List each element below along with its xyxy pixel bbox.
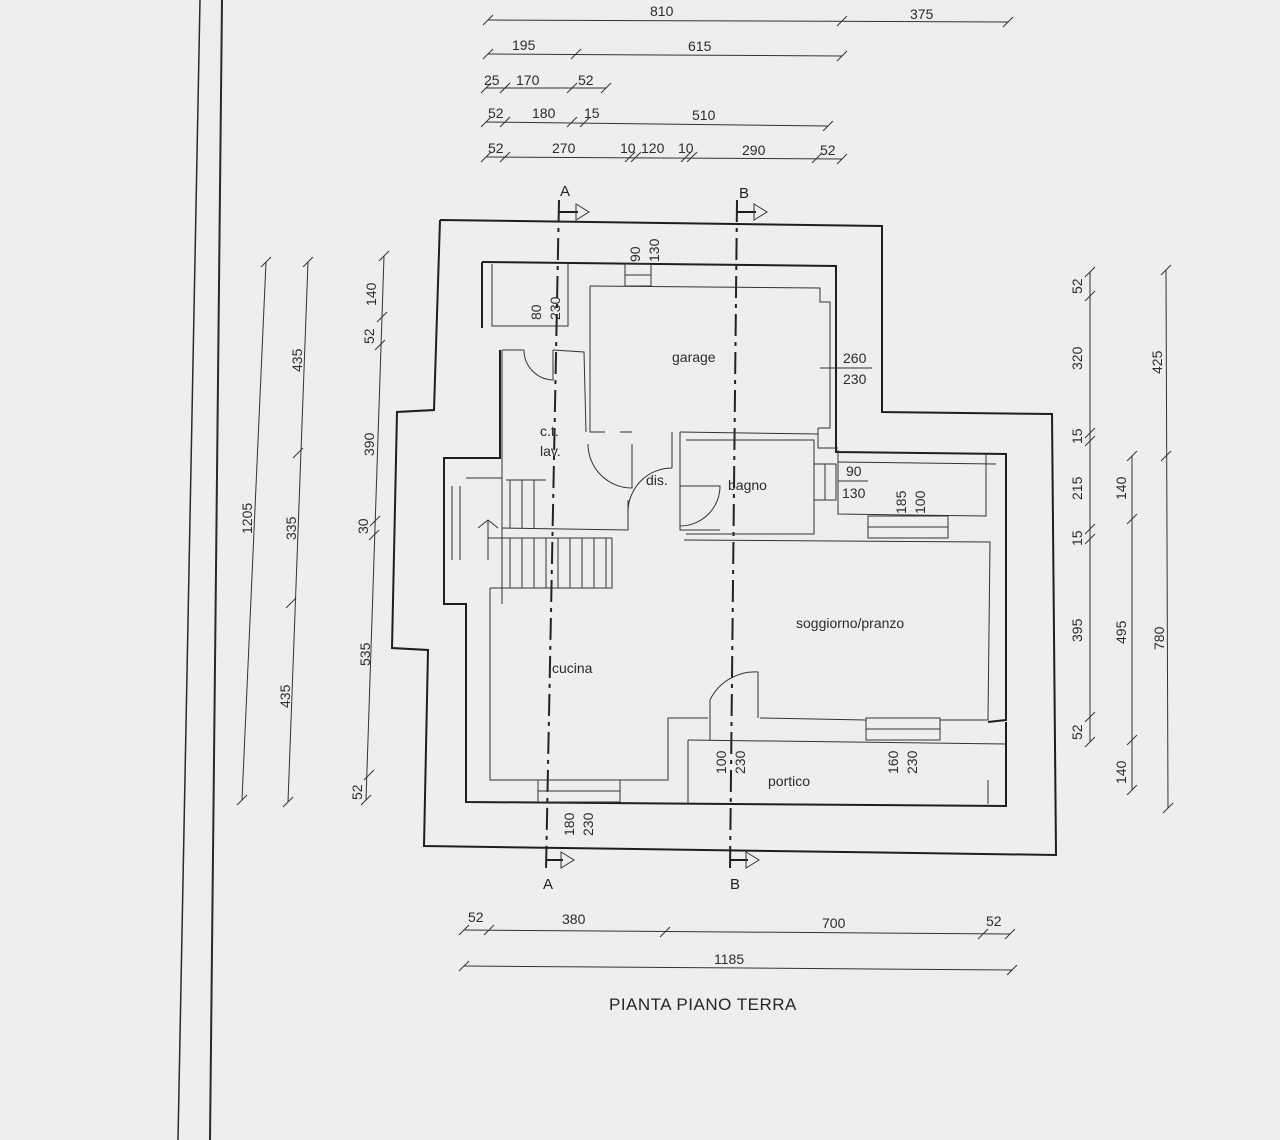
dim-left-1205: 1205 [239, 503, 255, 534]
room-label-ct: c.t. [540, 423, 559, 439]
dim-right-140-bottom: 140 [1113, 760, 1129, 784]
dim-375: 375 [910, 6, 934, 22]
room-label-cucina: cucina [552, 660, 593, 676]
opening-ct-h: 230 [547, 296, 563, 320]
dim-left-52-top: 52 [361, 328, 377, 344]
opening-labels: 90 130 80 230 260 230 90 130 185 100 100… [528, 238, 928, 836]
opening-bagno-h: 130 [842, 485, 866, 501]
opening-top-h: 130 [646, 238, 662, 262]
plan-title: PIANTA PIANO TERRA [609, 995, 797, 1014]
dim-right-425: 425 [1149, 350, 1165, 374]
room-label-soggiorno: soggiorno/pranzo [796, 615, 904, 631]
opening-cucina-w: 180 [561, 812, 577, 836]
dim-195: 195 [512, 37, 536, 53]
section-arrow-a-bottom [560, 851, 575, 869]
section-label-b-top: B [739, 185, 749, 202]
opening-portico-w: 100 [713, 750, 729, 774]
dim-bottom-380: 380 [562, 911, 586, 927]
dim-bottom-52-right: 52 [986, 913, 1002, 929]
dim-10: 10 [620, 140, 636, 156]
section-arrow-a-top [575, 203, 590, 221]
dim-52: 52 [578, 72, 594, 88]
dim-25: 25 [484, 72, 500, 88]
dim-right-52-bottom: 52 [1069, 724, 1085, 740]
opening-cucina-h: 230 [580, 812, 596, 836]
dim-right-15-a: 15 [1069, 428, 1085, 444]
dim-270: 270 [552, 140, 576, 156]
openings [523, 263, 949, 803]
section-line-a [545, 199, 560, 871]
dim-52: 52 [488, 105, 504, 121]
dim-left-435-top: 435 [289, 348, 305, 372]
dim-180: 180 [532, 105, 556, 121]
dim-left-435-bottom: 435 [277, 684, 293, 708]
dim-right-495: 495 [1113, 620, 1129, 644]
door-portico [709, 671, 759, 718]
opening-bagno-w: 90 [846, 463, 862, 479]
dim-left-335: 335 [283, 516, 299, 540]
dim-left-52-bottom: 52 [349, 784, 365, 800]
section-arrow-b-bottom [745, 851, 760, 869]
top-dimensions: 810 375 195 615 25 170 52 52 180 15 510 … [480, 3, 1014, 165]
dim-right-15-b: 15 [1069, 530, 1085, 546]
binder-margin [177, 0, 223, 1140]
bottom-dimensions: 52 380 700 52 1185 [458, 909, 1018, 976]
opening-sogg-top-h: 100 [912, 490, 928, 514]
dim-left-140: 140 [363, 282, 379, 306]
dim-bottom-52-left: 52 [468, 909, 484, 925]
section-label-b-bottom: B [730, 876, 740, 893]
room-label-garage: garage [672, 349, 716, 365]
dim-290: 290 [742, 142, 766, 158]
section-arrow-b-top [753, 203, 768, 221]
dim-810: 810 [650, 3, 674, 19]
opening-ct-w: 80 [528, 304, 544, 320]
section-markers: A B A B [543, 183, 768, 893]
dim-left-535: 535 [357, 642, 373, 666]
opening-garage-w: 260 [843, 350, 867, 366]
dim-right-215: 215 [1069, 476, 1085, 500]
dim-170: 170 [516, 72, 540, 88]
dim-615: 615 [688, 38, 712, 54]
dim-120: 120 [641, 140, 665, 156]
section-label-a-top: A [560, 183, 570, 200]
opening-portico-h: 230 [732, 750, 748, 774]
dim-15: 15 [584, 105, 600, 121]
opening-sogg-top-w: 185 [893, 490, 909, 514]
opening-top-w: 90 [627, 246, 643, 262]
dim-right-395: 395 [1069, 618, 1085, 642]
dim-bottom-700: 700 [822, 915, 846, 931]
dim-right-140-top: 140 [1113, 476, 1129, 500]
plan-walls [390, 219, 1058, 857]
room-labels: garage c.t. lav. dis. bagno soggiorno/pr… [540, 349, 904, 789]
opening-garage-h: 230 [843, 371, 867, 387]
dim-left-390: 390 [361, 432, 377, 456]
dim-right-320: 320 [1069, 346, 1085, 370]
dim-10: 10 [678, 140, 694, 156]
door-bagno [679, 485, 721, 527]
dim-right-780: 780 [1151, 626, 1167, 650]
opening-sogg-bottom-w: 160 [885, 750, 901, 774]
section-line-b [729, 199, 738, 871]
room-label-dis: dis. [646, 472, 668, 488]
door-ct [523, 349, 554, 381]
door-dis-bottom [627, 467, 673, 513]
left-dimensions: 1205 435 335 435 140 52 390 30 535 52 [236, 250, 390, 808]
section-label-a-bottom: A [543, 876, 553, 893]
room-label-bagno: bagno [728, 477, 767, 493]
right-dimensions: 52 320 15 215 15 395 52 140 495 140 425 … [1069, 264, 1174, 814]
dim-bottom-1185: 1185 [714, 951, 744, 967]
dim-right-52-top: 52 [1069, 278, 1085, 294]
dim-left-30: 30 [355, 518, 371, 534]
dim-52: 52 [820, 142, 836, 158]
room-label-portico: portico [768, 773, 810, 789]
opening-sogg-bottom-h: 230 [904, 750, 920, 774]
dim-510: 510 [692, 107, 716, 123]
room-label-lav: lav. [540, 443, 561, 459]
door-dis-left [587, 443, 633, 489]
dim-52: 52 [488, 140, 504, 156]
